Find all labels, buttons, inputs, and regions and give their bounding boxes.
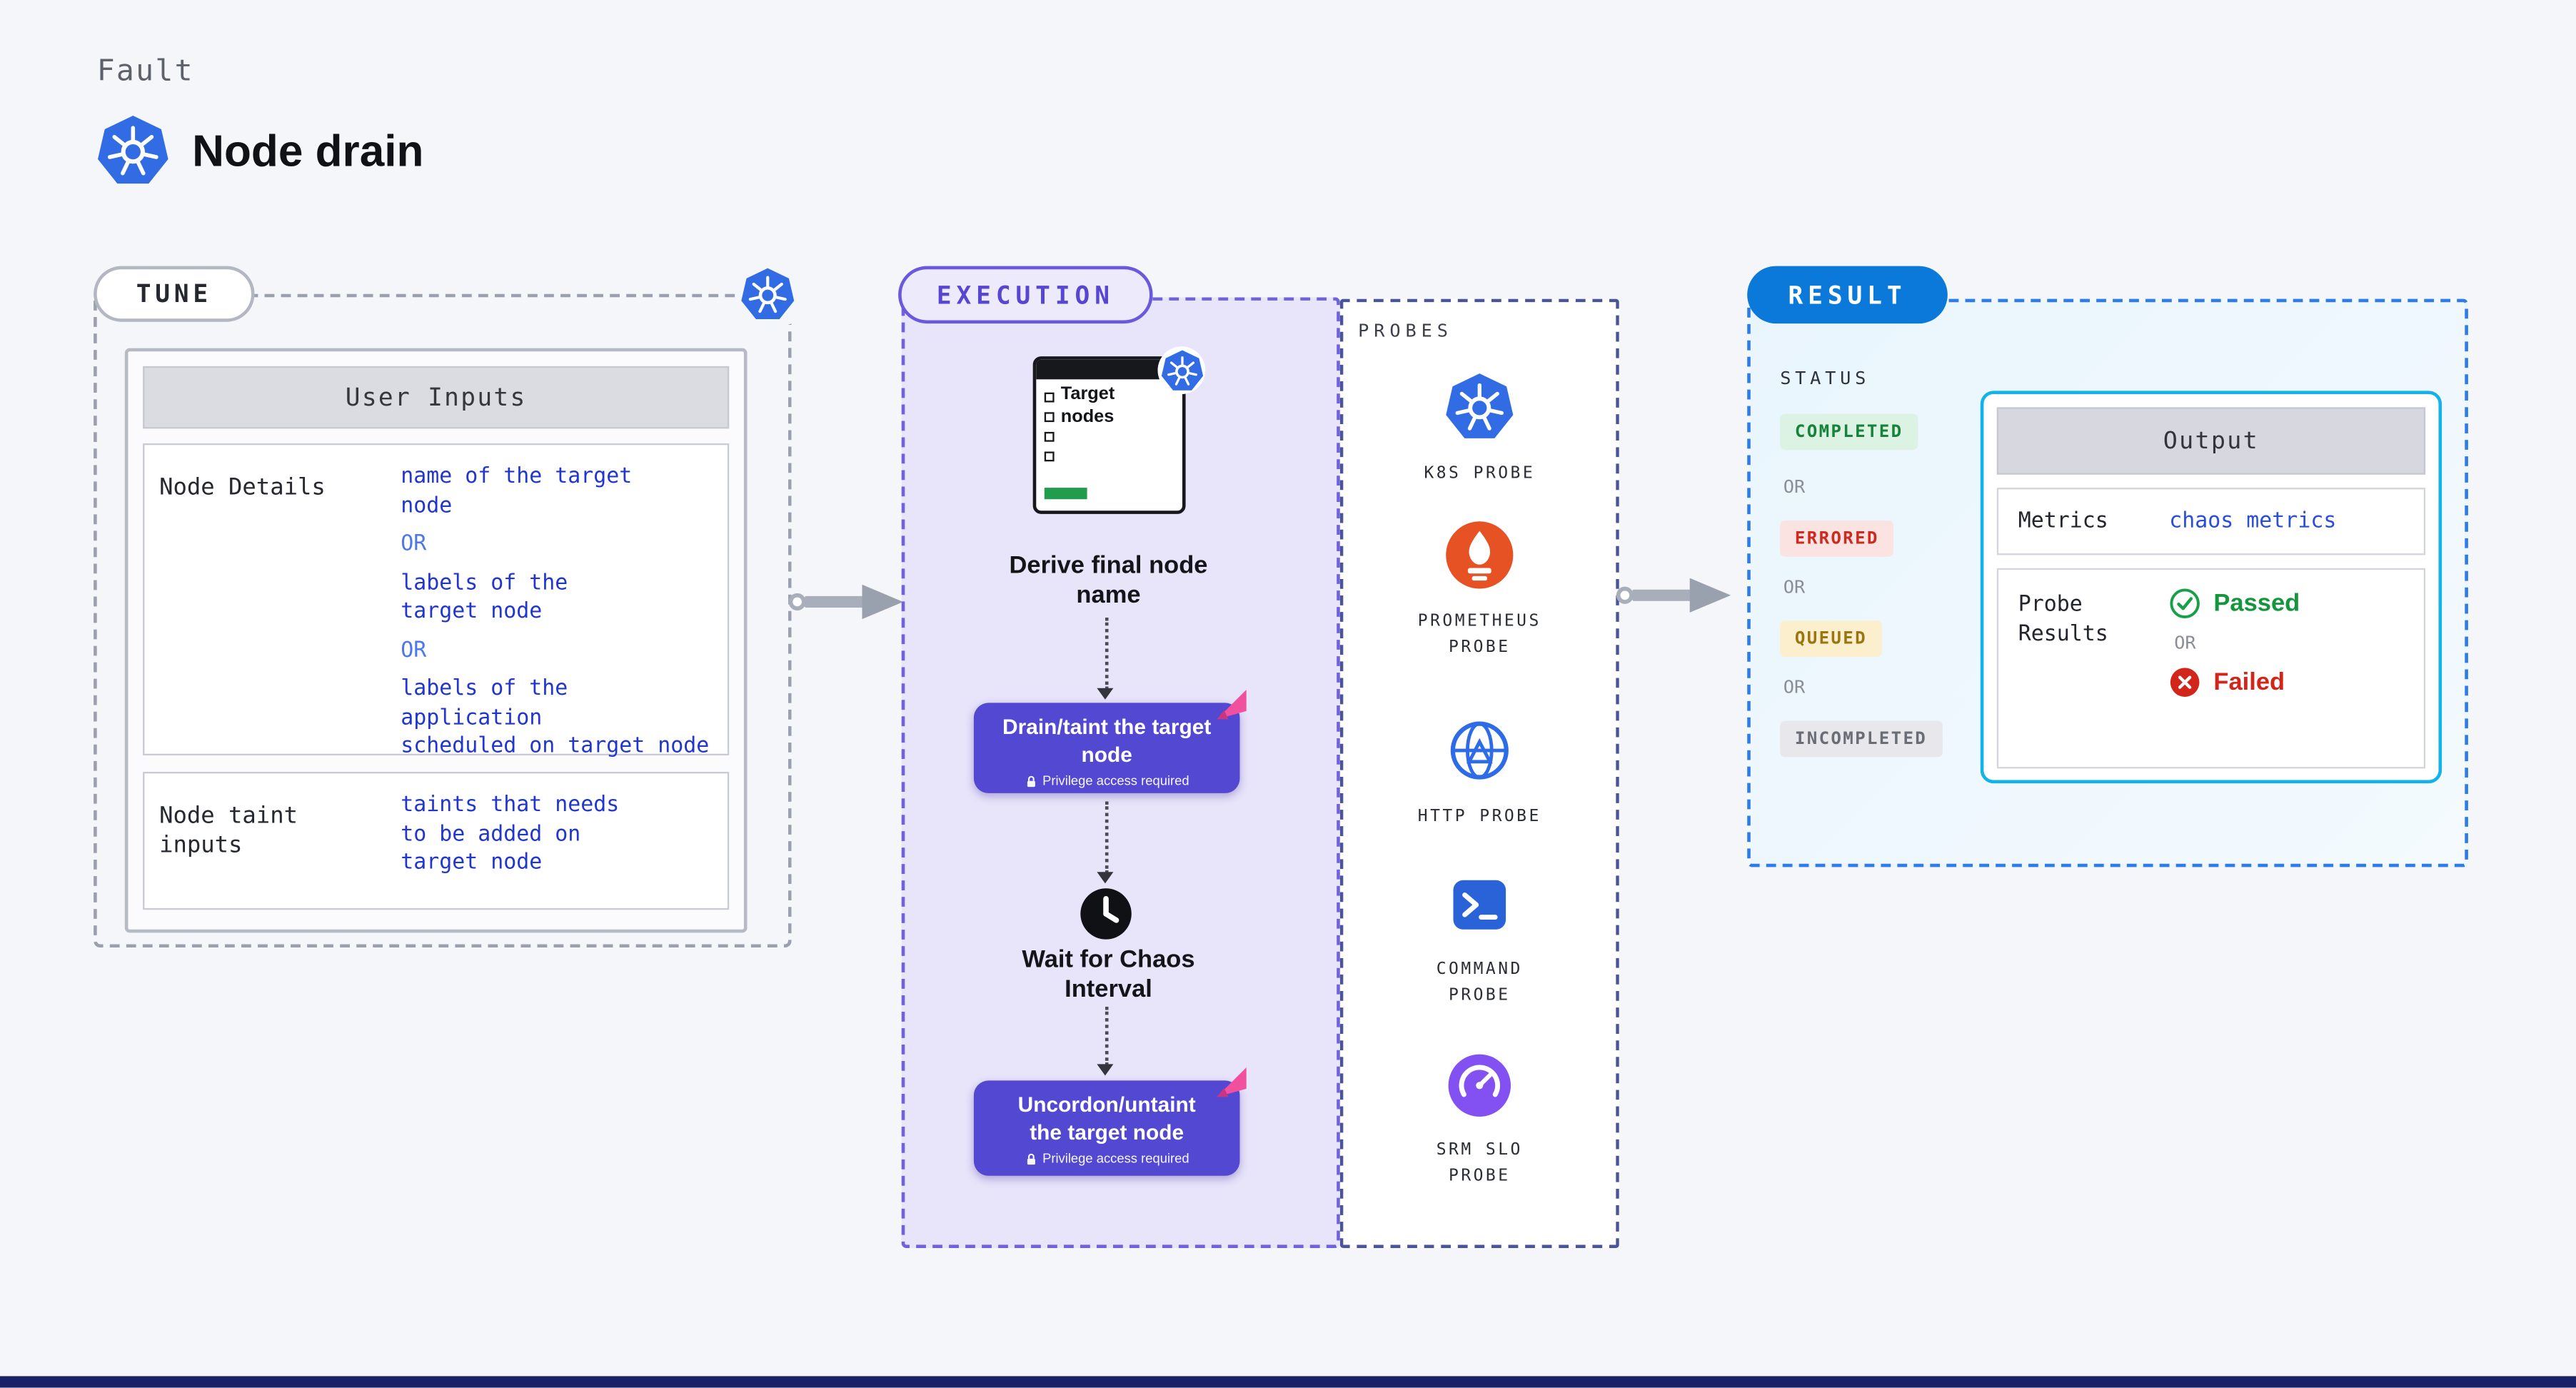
checkbox-icon xyxy=(1044,412,1055,423)
srm-slo-probe-item: SRM SLO PROBE xyxy=(1340,1052,1619,1190)
clock-icon xyxy=(1079,887,1133,941)
user-inputs-table: User Inputs Node Details name of the tar… xyxy=(124,348,748,933)
node-details-row: Node Details name of the target node OR … xyxy=(143,443,730,760)
probes-title: PROBES xyxy=(1358,320,1453,342)
checkbox-icon xyxy=(1044,451,1055,462)
probe-label: K8S PROBE xyxy=(1424,464,1536,483)
drain-button-label: Drain/taint the target node xyxy=(1002,714,1212,767)
node-details-value-3: labels of the application scheduled on t… xyxy=(401,677,710,760)
target-window-kubernetes-badge xyxy=(1157,346,1206,394)
status-title: STATUS xyxy=(1780,368,1871,390)
tune-pill: TUNE xyxy=(94,266,255,322)
prometheus-probe-item: PROMETHEUS PROBE xyxy=(1340,520,1619,662)
node-details-values: name of the target node OR labels of the… xyxy=(398,445,728,760)
flow-connector xyxy=(1105,617,1109,690)
or-separator: OR xyxy=(1783,476,1806,498)
page-bottom-strip xyxy=(0,1376,2576,1388)
output-header: Output xyxy=(1996,407,2426,475)
node-details-value-2: labels of the target node xyxy=(401,570,568,625)
probes-to-result-arrow-icon xyxy=(1614,576,1734,614)
metrics-row: Metrics chaos metrics xyxy=(1996,488,2426,555)
page-title: Node drain xyxy=(192,126,424,176)
flow-connector xyxy=(1105,1006,1109,1066)
privilege-note: Privilege access required xyxy=(974,1152,1240,1167)
node-taint-inputs-row: Node taint inputs taints that needs to b… xyxy=(143,772,730,910)
tune-corner-kubernetes-icon xyxy=(735,263,798,326)
wait-chaos-interval-label: Wait for Chaos Interval xyxy=(1022,945,1195,1004)
privilege-note-text: Privilege access required xyxy=(1042,773,1189,789)
metrics-label: Metrics xyxy=(2018,508,2108,533)
node-details-value-1: name of the target node xyxy=(401,464,633,518)
status-badge-incompleted: INCOMPLETED xyxy=(1780,720,1942,758)
arrow-down-icon xyxy=(1097,872,1114,884)
privilege-note: Privilege access required xyxy=(974,774,1240,789)
failed-label: Failed xyxy=(2213,668,2285,697)
lock-icon xyxy=(1025,775,1037,788)
status-badge-errored: ERRORED xyxy=(1780,520,1894,557)
or-separator: OR xyxy=(1783,576,1806,598)
probe-results-row: Probe Results Passed OR Failed xyxy=(1996,568,2426,769)
derive-node-step-label: Derive final node name xyxy=(1009,551,1208,610)
output-panel: Output Metrics chaos metrics Probe Resul… xyxy=(1980,391,2442,784)
probe-results-label: Probe Results xyxy=(2018,593,2108,647)
terminal-icon xyxy=(1447,872,1512,937)
passed-line: Passed xyxy=(2169,588,2300,619)
or-separator: OR xyxy=(401,532,427,557)
tune-section xyxy=(94,293,792,948)
checkbox-icon xyxy=(1044,431,1055,442)
pink-flag-icon xyxy=(1214,686,1250,723)
tune-to-execution-arrow-icon xyxy=(787,583,907,621)
probe-results-values: Passed OR Failed xyxy=(2169,570,2300,767)
node-taint-inputs-value: taints that needs to be added on target … xyxy=(401,793,620,876)
check-circle-icon xyxy=(2169,588,2200,619)
prometheus-icon xyxy=(1445,520,1514,590)
probe-label: PROMETHEUS PROBE xyxy=(1417,612,1541,657)
kubernetes-icon xyxy=(1445,373,1514,442)
kubernetes-icon xyxy=(1160,349,1203,392)
progress-bar xyxy=(1044,488,1087,500)
node-details-label: Node Details xyxy=(159,474,326,501)
status-badge-completed: COMPLETED xyxy=(1780,413,1918,451)
node-taint-inputs-label: Node taint inputs xyxy=(159,803,298,860)
passed-label: Passed xyxy=(2213,589,2300,618)
result-pill: RESULT xyxy=(1747,266,1948,324)
uncordon-untaint-node-button: Uncordon/untaint the target node Privile… xyxy=(973,1080,1240,1176)
http-probe-item: HTTP PROBE xyxy=(1340,716,1619,831)
probe-label: HTTP PROBE xyxy=(1417,808,1541,826)
node-taint-inputs-values: taints that needs to be added on target … xyxy=(398,773,728,908)
arrow-down-icon xyxy=(1097,688,1114,700)
drain-taint-node-button: Drain/taint the target node Privilege ac… xyxy=(973,703,1240,793)
probe-label: SRM SLO PROBE xyxy=(1436,1141,1523,1186)
slo-gauge-icon xyxy=(1447,1052,1512,1118)
window-body: Target nodes xyxy=(1036,379,1182,511)
failed-line: Failed xyxy=(2169,667,2300,698)
kubernetes-icon xyxy=(97,115,169,187)
probes-section xyxy=(1339,298,1619,1249)
arrow-down-icon xyxy=(1097,1064,1114,1076)
checkbox-icon xyxy=(1044,392,1055,403)
kubernetes-icon xyxy=(740,267,794,321)
status-badge-queued: QUEUED xyxy=(1780,620,1882,657)
lock-icon xyxy=(1025,1152,1037,1165)
fault-eyebrow: Fault xyxy=(96,54,194,89)
uncordon-button-label: Uncordon/untaint the target node xyxy=(1017,1092,1196,1145)
target-nodes-label: Target nodes xyxy=(1060,384,1115,427)
user-inputs-header: User Inputs xyxy=(143,366,730,429)
or-separator: OR xyxy=(1783,676,1806,698)
flow-connector xyxy=(1105,801,1109,874)
pink-flag-icon xyxy=(1214,1064,1250,1100)
or-separator: OR xyxy=(401,638,427,663)
k8s-probe-item: K8S PROBE xyxy=(1340,373,1619,488)
globe-icon xyxy=(1445,716,1514,785)
command-probe-item: COMMAND PROBE xyxy=(1340,872,1619,1010)
execution-pill: EXECUTION xyxy=(898,266,1153,324)
privilege-note-text: Privilege access required xyxy=(1042,1151,1189,1167)
metrics-value: chaos metrics xyxy=(2169,509,2337,534)
or-separator: OR xyxy=(2174,632,2196,654)
x-circle-icon xyxy=(2169,667,2200,698)
probe-label: COMMAND PROBE xyxy=(1436,960,1523,1005)
